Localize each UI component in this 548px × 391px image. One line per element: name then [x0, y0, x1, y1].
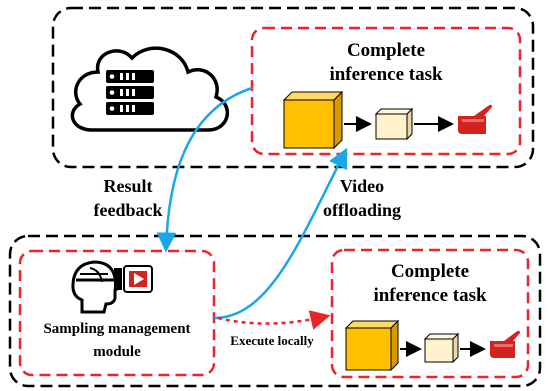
local-pointing-hand-icon: [490, 330, 520, 358]
cloud-task-title-line1: Complete: [347, 40, 425, 61]
execute-locally-arrow: [217, 310, 331, 330]
head-icon: [71, 260, 122, 314]
local-small-model-cube-icon: [423, 332, 460, 364]
video-play-icon: [123, 265, 153, 293]
cloud-server-icon: [70, 46, 230, 132]
sampling-label-line2: module: [93, 344, 141, 360]
local-large-model-cube-icon: [344, 319, 400, 372]
local-task-box: [330, 248, 530, 379]
cloud-task-box: [250, 26, 522, 156]
result-feedback-arrow: [156, 86, 253, 253]
execute-locally-label: Execute locally: [230, 333, 314, 348]
edge-panel-border: [8, 234, 542, 388]
result-feedback-label-line2: feedback: [94, 200, 163, 220]
large-model-cube-icon: [282, 90, 344, 150]
video-offloading-arrow: [213, 147, 348, 320]
local-task-title-line1: Complete: [391, 261, 469, 282]
pointing-hand-icon: [458, 104, 492, 134]
cloud-panel-border: [51, 6, 535, 169]
result-feedback-label-line1: Result: [104, 176, 153, 196]
small-model-cube-icon: [374, 107, 414, 141]
sampling-module-box: [18, 249, 216, 377]
local-task-title-line2: inference task: [373, 285, 487, 306]
cloud-task-title-line2: inference task: [329, 64, 443, 85]
video-offloading-label-line2: offloading: [323, 200, 401, 220]
video-offloading-label-line1: Video: [340, 176, 384, 196]
sampling-label-line1: Sampling management: [43, 321, 190, 337]
